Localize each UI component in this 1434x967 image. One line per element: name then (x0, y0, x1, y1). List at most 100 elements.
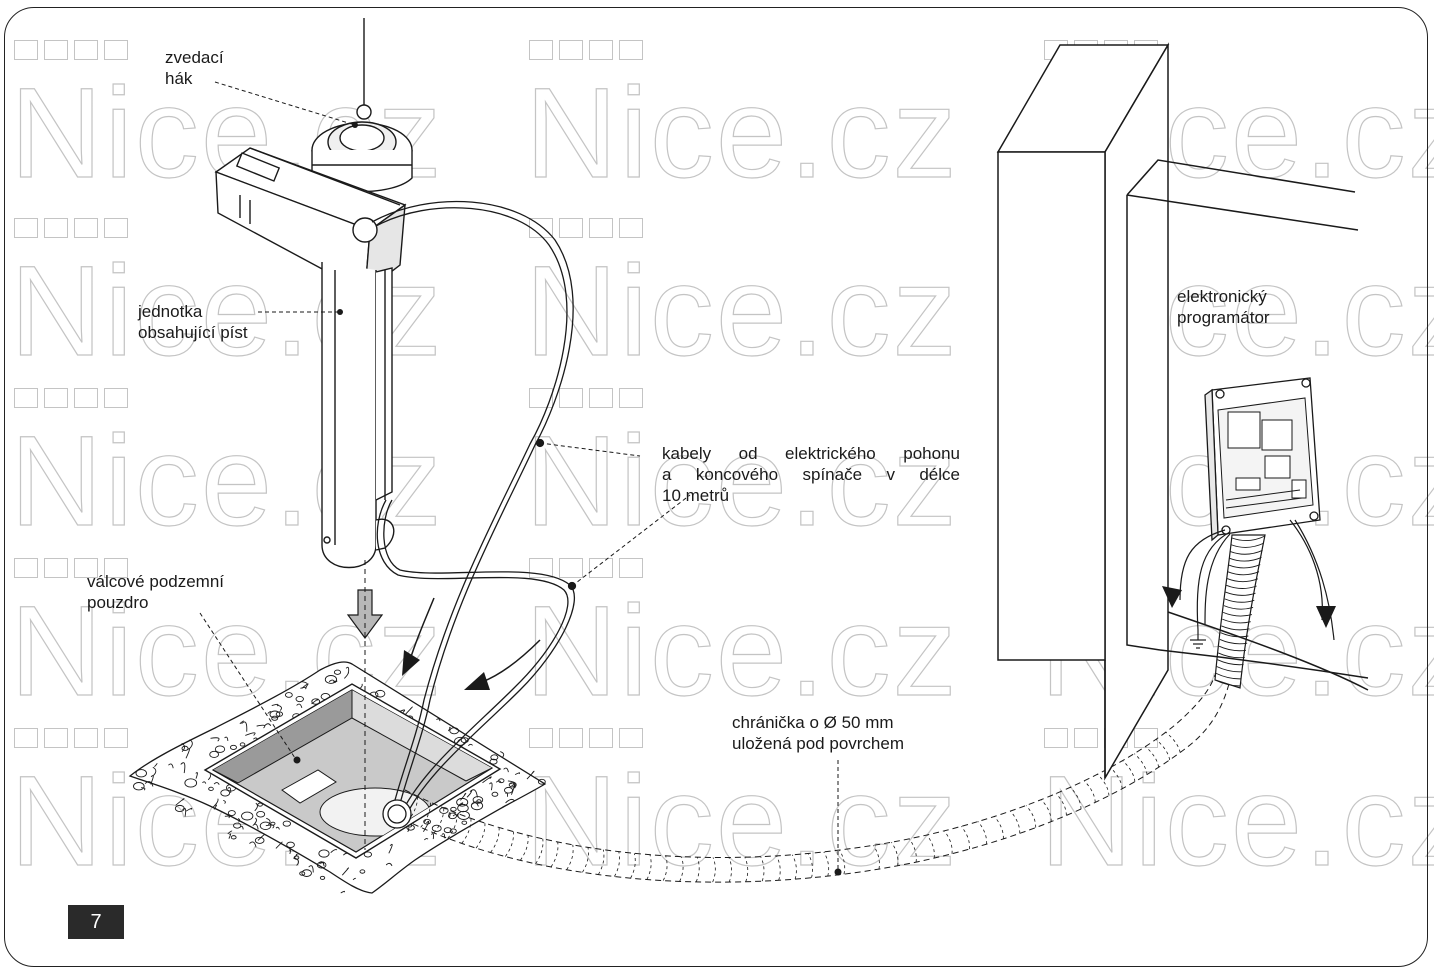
concrete-speckle (233, 822, 242, 829)
concrete-speckle (460, 792, 467, 801)
conduit-ring (1010, 810, 1021, 834)
concrete-speckle (237, 817, 241, 823)
conduit-visible-ring (1231, 542, 1265, 548)
conduit-visible-ring (1222, 618, 1251, 624)
watermark-box (589, 40, 613, 60)
concrete-speckle (189, 739, 193, 750)
watermark-box (529, 728, 553, 748)
watermark-box (529, 40, 553, 60)
concrete-speckle (224, 815, 230, 819)
watermark-box (619, 40, 643, 60)
watermark-box (1074, 728, 1098, 748)
concrete-speckle (503, 767, 509, 773)
conduit-ring (566, 844, 574, 870)
concrete-speckle (449, 727, 460, 735)
conduit-ring (646, 854, 652, 880)
watermark-box (74, 40, 98, 60)
concrete-speckle (352, 877, 357, 881)
concrete-speckle (469, 789, 478, 798)
conduit-visible-ring (1218, 645, 1247, 652)
watermark-box (44, 40, 68, 60)
watermark-box (44, 388, 68, 408)
underground-housing (203, 683, 502, 859)
watermark-box (14, 558, 38, 578)
concrete-speckle (185, 807, 193, 812)
concrete-speckle (466, 789, 473, 798)
watermark-box (619, 218, 643, 238)
concrete-speckle (489, 782, 493, 791)
conduit-ring (1055, 793, 1067, 816)
conduit-visible-ring (1226, 584, 1257, 589)
concrete-speckle (277, 704, 282, 711)
watermark-box (589, 558, 613, 578)
concrete-speckle (241, 721, 248, 732)
conduit-ring (662, 855, 668, 881)
controller-label-line1: elektronický (1177, 287, 1267, 306)
concrete-speckle (180, 762, 186, 774)
conduit-label: chránička o Ø 50 mm uložená pod povrchem (732, 712, 904, 754)
watermark-box (619, 728, 643, 748)
concrete-speckle (154, 763, 158, 767)
concrete-speckle (184, 778, 198, 788)
leader-dots (293, 122, 842, 876)
gate-pillar (996, 42, 1369, 781)
concrete-speckle (458, 802, 464, 806)
conduit-ring (908, 838, 917, 863)
conduit-visible-ring (1230, 549, 1263, 555)
conduit-visible-ring (1217, 659, 1244, 666)
watermark-box (74, 558, 98, 578)
concrete-speckle (253, 817, 257, 825)
conduit-visible-ring (1221, 625, 1250, 631)
concrete-speckle (505, 798, 515, 804)
concrete-speckle (318, 861, 325, 867)
concrete-speckle (476, 799, 482, 804)
cable-direction-arrows (402, 597, 541, 690)
conduit-visible-ring (1220, 632, 1249, 638)
concrete-speckle (482, 776, 492, 784)
cables-label-line1: kabely od elektrického pohonu (662, 444, 960, 463)
concrete-speckle (259, 821, 272, 830)
concrete-speckle (301, 869, 312, 877)
conduit-underground (394, 674, 1231, 883)
conduit-ring (597, 849, 605, 875)
conduit-visible-ring (1227, 571, 1260, 576)
conduit-ring (490, 827, 500, 853)
watermark-boxes (529, 40, 643, 60)
concrete-speckle (254, 802, 258, 812)
watermark-box (44, 218, 68, 238)
conduit-ring (1083, 780, 1096, 803)
concrete-speckle (214, 745, 226, 753)
watermark-box (589, 218, 613, 238)
concrete-speckle (500, 751, 505, 759)
concrete-speckle (498, 778, 505, 784)
watermark-box (74, 218, 98, 238)
concrete-speckle (227, 787, 232, 793)
concrete-speckle (333, 669, 342, 675)
conduit-ring (994, 816, 1004, 839)
concrete-speckle (468, 743, 473, 747)
watermark-box (14, 388, 38, 408)
concrete-speckle (443, 827, 452, 834)
watermark-box (74, 388, 98, 408)
concrete-speckle (439, 807, 449, 814)
conduit-ring (504, 831, 514, 857)
conduit-label-line2: uložená pod povrchem (732, 734, 905, 753)
concrete-speckle (271, 715, 279, 721)
conduit-ring (535, 838, 544, 865)
concrete-speckle (288, 849, 291, 855)
drawing (128, 18, 1369, 894)
concrete-speckle (271, 703, 279, 707)
lifting-hook-label: zvedací hák (165, 47, 224, 89)
concrete-speckle (311, 698, 321, 705)
conduit-ring (744, 857, 749, 882)
conduit-visible-ring (1219, 639, 1248, 645)
conduit-visible-ring (1229, 557, 1262, 562)
watermark-box (589, 388, 613, 408)
conduit-visible-ring (1225, 591, 1256, 596)
concrete-speckle (239, 720, 245, 725)
conduit-ring (891, 842, 899, 866)
concrete-speckle (245, 732, 256, 736)
conduit-ring (1155, 739, 1171, 760)
watermark-box (559, 388, 583, 408)
watermark-box (619, 388, 643, 408)
